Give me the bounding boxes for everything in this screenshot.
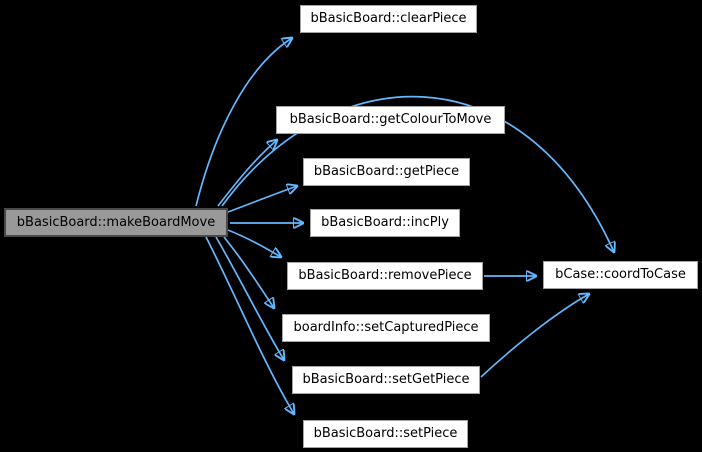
edge-makeBoardMove-removePiece xyxy=(227,229,281,257)
node-clearPiece[interactable]: bBasicBoard::clearPiece xyxy=(300,5,477,33)
edge-makeBoardMove-getColourToMove xyxy=(217,140,277,207)
node-incPly[interactable]: bBasicBoard::incPly xyxy=(310,209,460,237)
node-setPiece[interactable]: bBasicBoard::setPiece xyxy=(303,420,468,448)
edge-makeBoardMove-setGetPiece xyxy=(215,236,284,360)
node-setCapturedPiece[interactable]: boardInfo::setCapturedPiece xyxy=(282,314,490,342)
edge-setGetPiece-coordToCase xyxy=(480,294,589,378)
node-getPiece[interactable]: bBasicBoard::getPiece xyxy=(303,158,470,186)
node-setGetPiece[interactable]: bBasicBoard::setGetPiece xyxy=(292,366,480,394)
edge-makeBoardMove-setPiece xyxy=(205,236,294,414)
node-makeBoardMove: bBasicBoard::makeBoardMove xyxy=(4,208,228,237)
edge-makeBoardMove-getPiece xyxy=(227,186,297,213)
node-coordToCase[interactable]: bCase::coordToCase xyxy=(543,261,698,289)
node-removePiece[interactable]: bBasicBoard::removePiece xyxy=(287,262,483,290)
edge-makeBoardMove-coordToCase xyxy=(221,95,614,252)
node-getColourToMove[interactable]: bBasicBoard::getColourToMove xyxy=(276,106,505,134)
edge-makeBoardMove-setCapturedPiece xyxy=(223,236,274,308)
edge-makeBoardMove-clearPiece xyxy=(195,38,292,207)
